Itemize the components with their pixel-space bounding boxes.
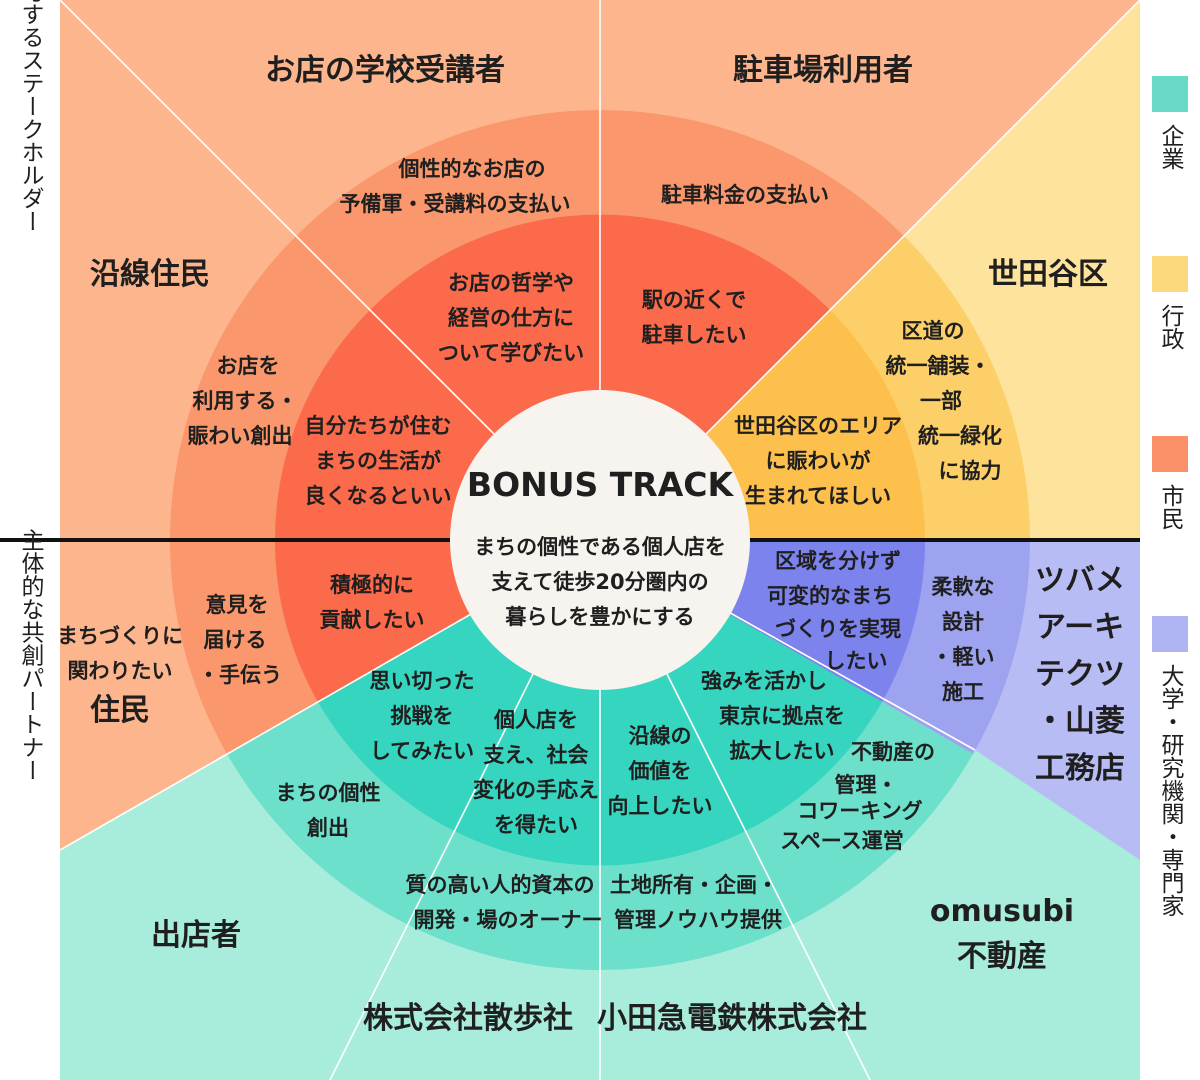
setagaya-outer-2: 統一舗装・ — [886, 354, 991, 378]
partner-resident-outer-3: ・手伝う — [198, 663, 282, 687]
legend-swatch-university — [1152, 616, 1188, 652]
parking-inner-1: 駅の近くで — [642, 288, 746, 312]
partner-omusubi-outer-1: 不動産の — [851, 740, 935, 764]
partner-shop-inner-2: 挑戦を — [391, 704, 454, 728]
setagaya-outer-4: 統一緑化 — [918, 424, 1002, 448]
partner-sanposha-inner-4: を得たい — [494, 813, 578, 837]
legend-swatch-citizen — [1152, 436, 1188, 472]
partner-tsubame-inner-2: 可変的なまち — [767, 584, 893, 608]
partner-resident-outer-1: 意見を — [206, 593, 269, 617]
partner-resident-name-1: まちづくりに — [57, 624, 183, 648]
school-inner-2: 経営の仕方に — [448, 306, 574, 330]
inner-ring-citizen — [274, 214, 831, 540]
partner-shop-inner-3: してみたい — [370, 739, 474, 763]
residents-inner-3: 良くなるといい — [305, 484, 452, 508]
partner-sanposha-name: 株式会社散歩社 — [363, 1001, 573, 1036]
side-label-bottom: 主体的な共創パートナー — [17, 529, 45, 782]
partner-tsubame-name-1: ツバメ — [1035, 563, 1125, 598]
center-line-3: 暮らしを豊かにする — [504, 605, 694, 629]
partner-tsubame-name-5: 工務店 — [1035, 751, 1125, 786]
partner-tsubame-name-3: テクツ — [1035, 657, 1125, 692]
partner-omusubi-inner-2: 東京に拠点を — [719, 704, 845, 728]
partner-odakyu-name: 小田急電鉄株式会社 — [597, 1001, 867, 1036]
setagaya-outer-3: 一部 — [920, 389, 962, 413]
legend-swatch-government — [1152, 256, 1188, 292]
residents-outer-2: 利用する・ — [193, 389, 298, 413]
legend-label-citizen: 市民 — [1157, 484, 1184, 530]
partner-tsubame-outer-4: 施工 — [942, 680, 984, 704]
center-line-2: 支えて徒歩20分圏内の — [491, 570, 708, 594]
partner-odakyu-inner-2: 価値を — [628, 759, 692, 783]
partner-sanposha-inner-1: 個人店を — [493, 708, 578, 732]
stakeholder-name-parking: 駐車場利用者 — [733, 53, 913, 88]
partner-odakyu-inner-1: 沿線の — [629, 724, 692, 748]
partner-tsubame-name-2: アーキ — [1036, 610, 1124, 645]
partner-resident-inner-2: 貢献したい — [320, 608, 425, 632]
partner-omusubi-name-1: omusubi — [930, 894, 1074, 929]
partner-omusubi-outer-3: コワーキング — [797, 799, 922, 823]
setagaya-inner-2: に賑わいが — [766, 449, 871, 473]
partner-omusubi-outer-4: スペース運営 — [780, 829, 903, 853]
partner-omusubi-inner-3: 拡大したい — [730, 739, 835, 763]
center-circle — [450, 390, 750, 690]
partner-shop-inner-1: 思い切った — [370, 669, 475, 693]
setagaya-inner-3: 生まれてほしい — [745, 484, 891, 508]
school-outer-1: 個性的なお店の — [398, 157, 546, 181]
legend: 企業 行政 市民 大学・研究機関・専門家 — [1152, 76, 1188, 917]
partner-tsubame-outer-2: 設計 — [942, 610, 984, 634]
residents-outer-1: お店を — [217, 354, 280, 378]
parking-outer-1: 駐車料金の支払い — [661, 183, 829, 207]
school-inner-1: お店の哲学や — [448, 271, 574, 295]
partner-tsubame-inner-1: 区域を分けず — [775, 549, 901, 573]
partner-sanposha-outer-2: 開発・場のオーナー — [414, 908, 603, 932]
stakeholder-name-residents: 沿線住民 — [90, 257, 210, 292]
partner-odakyu-inner-3: 向上したい — [608, 794, 713, 818]
partner-shop-name: 出店者 — [151, 918, 241, 953]
partner-omusubi-name-2: 不動産 — [957, 939, 1047, 974]
partner-shop-outer-2: 創出 — [307, 816, 349, 840]
residents-inner-2: まちの生活が — [315, 449, 441, 473]
partner-shop-outer-1: まちの個性 — [276, 781, 381, 805]
stakeholder-name-school: お店の学校受講者 — [265, 53, 505, 88]
partner-sanposha-inner-3: 変化の手応え — [473, 778, 599, 802]
partner-sanposha-outer-1: 質の高い人的資本の — [406, 873, 595, 897]
stakeholder-name-setagaya: 世田谷区 — [988, 257, 1108, 292]
partner-tsubame-inner-4: したい — [825, 649, 888, 673]
partner-odakyu-outer-2: 管理ノウハウ提供 — [614, 908, 782, 932]
legend-label-university: 大学・研究機関・専門家 — [1157, 664, 1185, 917]
partner-sanposha-inner-2: 支え、社会 — [484, 743, 589, 767]
partner-omusubi-outer-2: 管理・ — [835, 773, 898, 797]
side-label-top: 共創に関与するステークホルダー — [17, 0, 45, 233]
partner-resident-name-2: 関わりたい — [68, 659, 173, 683]
setagaya-outer-1: 区道の — [902, 319, 965, 343]
partner-tsubame-outer-1: 柔軟な — [932, 575, 995, 599]
setagaya-outer-5: に協力 — [939, 459, 1002, 483]
setagaya-inner-1: 世田谷区のエリア — [734, 414, 902, 438]
school-outer-2: 予備軍・受講料の支払い — [340, 192, 571, 216]
partner-tsubame-name-4: ・山菱 — [1035, 704, 1125, 739]
legend-label-government: 行政 — [1157, 304, 1185, 350]
residents-outer-3: 賑わい創出 — [188, 424, 293, 448]
partner-resident-inner-1: 積極的に — [330, 573, 414, 597]
partner-omusubi-inner-1: 強みを活かし — [701, 669, 827, 693]
center-title: BONUS TRACK — [467, 465, 735, 504]
legend-label-company: 企業 — [1157, 124, 1185, 170]
partner-resident-name-main: 住民 — [90, 693, 150, 728]
partner-odakyu-outer-1: 土地所有・企画・ — [610, 873, 778, 897]
partner-tsubame-inner-3: づくりを実現 — [775, 617, 901, 641]
legend-swatch-company — [1152, 76, 1188, 112]
residents-inner-1: 自分たちが住む — [305, 414, 452, 438]
school-inner-3: ついて学びたい — [438, 341, 584, 365]
center-line-1: まちの個性である個人店を — [474, 535, 726, 559]
partner-tsubame-outer-3: ・軽い — [932, 645, 995, 669]
partner-resident-outer-2: 届ける — [204, 628, 267, 652]
parking-inner-2: 駐車したい — [642, 323, 747, 347]
